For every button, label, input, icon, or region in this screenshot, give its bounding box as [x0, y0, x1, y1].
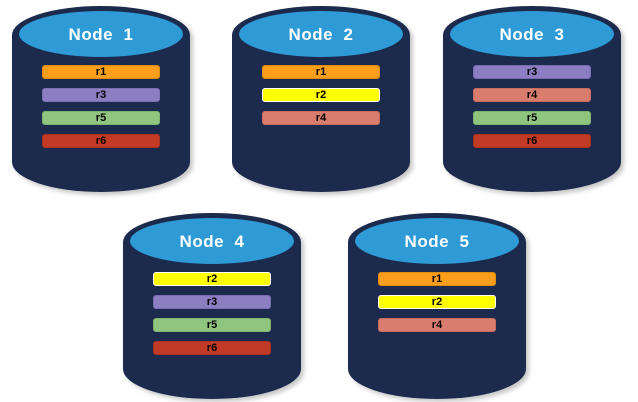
replica-bar-r3: r3 — [42, 88, 160, 102]
cylinder-lid — [353, 216, 521, 266]
replica-label: r4 — [315, 111, 327, 124]
replica-bar-r6: r6 — [42, 134, 160, 148]
replica-bar-r5: r5 — [42, 111, 160, 125]
node-4-cylinder: Node 4 r2 r3 r5 r6 — [123, 213, 301, 399]
replica-list: r2 r3 r5 r6 — [153, 272, 271, 364]
replica-list: r1 r2 r4 — [378, 272, 496, 341]
cylinder-lid — [128, 216, 296, 266]
replica-label: r2 — [206, 272, 218, 285]
replica-bar-r6: r6 — [153, 341, 271, 355]
replica-label: r2 — [315, 88, 327, 101]
cylinder-lid — [237, 9, 405, 59]
cylinder-lid — [448, 9, 616, 59]
replica-label: r5 — [526, 111, 538, 124]
node-title: Node 5 — [404, 232, 470, 251]
replica-label: r4 — [526, 88, 538, 101]
node-title: Node 4 — [179, 232, 245, 251]
node-5-cylinder: Node 5 r1 r2 r4 — [348, 213, 526, 399]
replica-bar-r4: r4 — [262, 111, 380, 125]
replica-bar-r2: r2 — [153, 272, 271, 286]
replica-bar-r4: r4 — [473, 88, 591, 102]
replica-bar-r4: r4 — [378, 318, 496, 332]
replica-bar-r5: r5 — [153, 318, 271, 332]
replica-bar-r5: r5 — [473, 111, 591, 125]
replica-bar-r2: r2 — [262, 88, 380, 102]
replica-list: r3 r4 r5 r6 — [473, 65, 591, 157]
replica-label: r6 — [526, 134, 538, 147]
replica-bar-r6: r6 — [473, 134, 591, 148]
node-title: Node 1 — [68, 25, 134, 44]
node-3-cylinder: Node 3 r3 r4 r5 r6 — [443, 6, 621, 192]
node-title: Node 2 — [288, 25, 354, 44]
replica-label: r1 — [315, 65, 327, 78]
replica-bar-r1: r1 — [42, 65, 160, 79]
replica-list: r1 r3 r5 r6 — [42, 65, 160, 157]
replica-bar-r3: r3 — [473, 65, 591, 79]
replica-label: r5 — [206, 318, 218, 331]
replica-label: r3 — [206, 295, 218, 308]
replica-label: r6 — [95, 134, 107, 147]
replica-label: r2 — [431, 295, 443, 308]
replica-label: r5 — [95, 111, 107, 124]
replica-bar-r1: r1 — [378, 272, 496, 286]
replica-list: r1 r2 r4 — [262, 65, 380, 134]
node-2-cylinder: Node 2 r1 r2 r4 — [232, 6, 410, 192]
cylinder-lid — [17, 9, 185, 59]
replica-label: r1 — [95, 65, 107, 78]
replica-label: r6 — [206, 341, 218, 354]
replica-label: r1 — [431, 272, 443, 285]
node-title: Node 3 — [499, 25, 565, 44]
replica-label: r3 — [526, 65, 538, 78]
node-1-cylinder: Node 1 r1 r3 r5 r6 — [12, 6, 190, 192]
replica-bar-r1: r1 — [262, 65, 380, 79]
replica-label: r4 — [431, 318, 443, 331]
replica-bar-r2: r2 — [378, 295, 496, 309]
replica-bar-r3: r3 — [153, 295, 271, 309]
replica-label: r3 — [95, 88, 107, 101]
